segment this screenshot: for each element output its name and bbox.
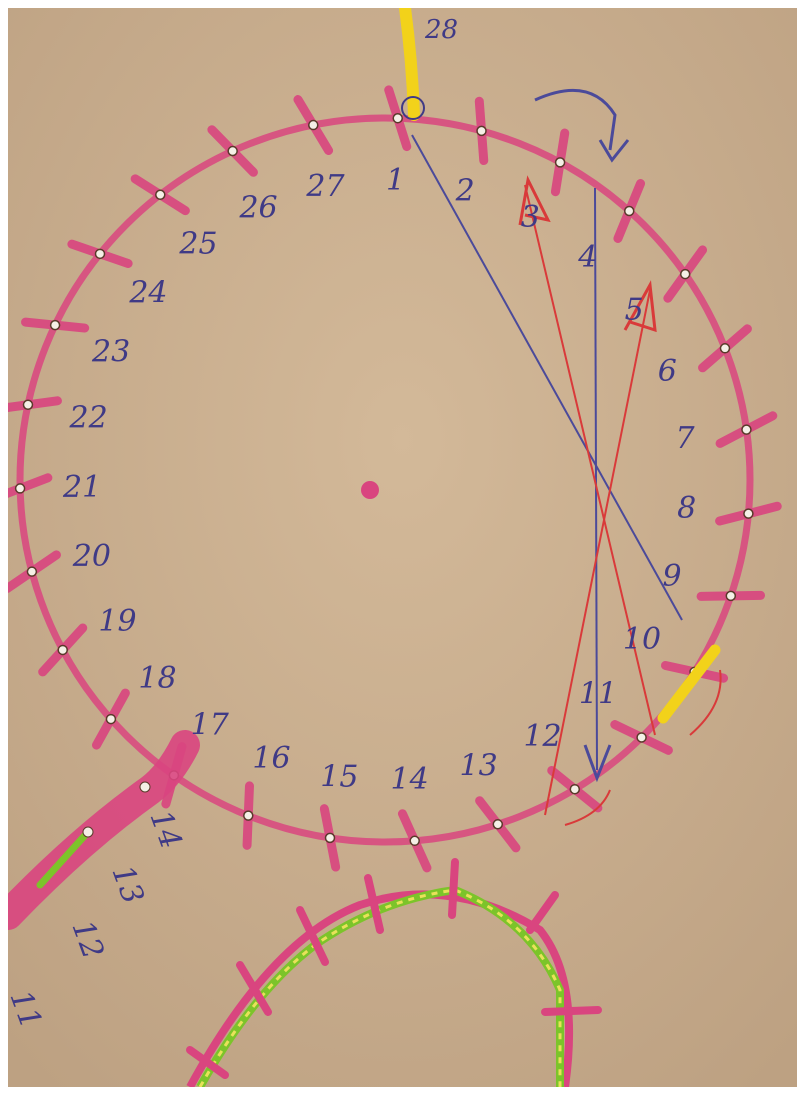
hole-21 — [16, 484, 25, 493]
number-label-25: 25 — [178, 227, 217, 262]
number-label-20: 20 — [72, 539, 111, 574]
hole-12 — [570, 785, 579, 794]
hole-8 — [744, 509, 753, 518]
hole-27 — [309, 121, 318, 130]
circle-center-dot — [361, 481, 379, 499]
hole-9 — [726, 591, 735, 600]
number-label-28: 28 — [424, 15, 458, 45]
left-hole-17 — [140, 782, 150, 792]
hole-24 — [96, 249, 105, 258]
number-label-4: 4 — [577, 240, 597, 275]
number-label-27: 27 — [305, 169, 345, 204]
hole-11 — [637, 733, 646, 742]
number-label-13: 13 — [460, 748, 498, 783]
number-label-14: 14 — [391, 762, 429, 797]
hole-16 — [244, 811, 253, 820]
hole-3 — [556, 158, 565, 167]
number-label-18: 18 — [138, 661, 176, 696]
number-label-12: 12 — [523, 719, 561, 754]
number-label-15: 15 — [320, 760, 358, 795]
hole-2 — [477, 126, 486, 135]
hole-14 — [410, 836, 419, 845]
number-label-7: 7 — [676, 421, 696, 456]
number-label-5: 5 — [625, 292, 644, 327]
number-label-3: 3 — [521, 200, 540, 235]
number-label-6: 6 — [658, 354, 677, 389]
hole-7 — [742, 425, 751, 434]
hole-20 — [27, 567, 36, 576]
number-label-11: 11 — [579, 676, 617, 711]
number-label-19: 19 — [98, 604, 136, 639]
number-label-8: 8 — [677, 491, 696, 526]
number-label-22: 22 — [69, 401, 108, 436]
hole-6 — [720, 344, 729, 353]
number-label-23: 23 — [91, 335, 130, 370]
number-label-10: 10 — [623, 622, 661, 657]
number-label-1: 1 — [386, 163, 405, 198]
hole-19 — [58, 645, 67, 654]
hole-13 — [493, 820, 502, 829]
hole-26 — [228, 147, 237, 156]
hole-1 — [393, 114, 402, 123]
hole-25 — [156, 190, 165, 199]
hole-22 — [23, 400, 32, 409]
hole-23 — [51, 321, 60, 330]
left-hole — [83, 827, 93, 837]
hole-5 — [681, 270, 690, 279]
number-label-26: 26 — [238, 190, 277, 225]
number-label-17: 17 — [191, 708, 230, 743]
number-label-9: 9 — [663, 559, 682, 594]
number-label-2: 2 — [455, 174, 475, 209]
number-label-21: 21 — [62, 470, 101, 505]
hole-18 — [106, 715, 115, 724]
hole-15 — [325, 833, 334, 842]
hole-4 — [625, 206, 634, 215]
number-label-24: 24 — [128, 276, 167, 311]
number-label-16: 16 — [252, 741, 290, 776]
